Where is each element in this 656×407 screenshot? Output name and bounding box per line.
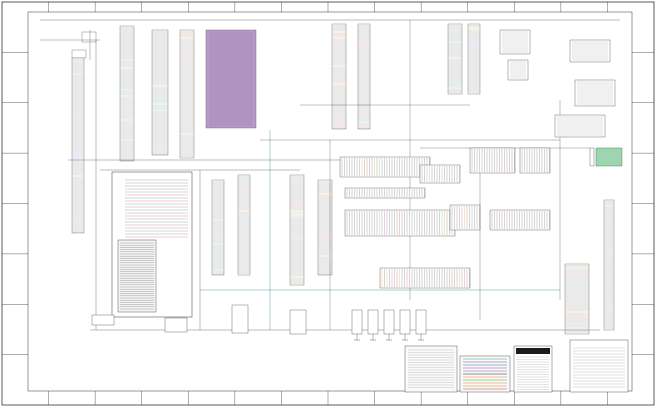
connector-bank: [340, 157, 430, 177]
module-box: [570, 40, 610, 62]
connector-bank: [380, 268, 470, 288]
upper-left-components: [40, 30, 100, 60]
connector-strip: [152, 30, 168, 155]
connector-bank: [420, 165, 460, 183]
splice-connector: [352, 310, 362, 334]
ground-block: [596, 148, 622, 166]
connector-strip: [604, 200, 614, 330]
center-connector-banks: [340, 148, 550, 288]
splice-connector: [232, 305, 248, 333]
connector-bank: [490, 210, 550, 230]
splice-connector: [400, 310, 410, 334]
connector-strip: [565, 264, 589, 334]
connector-strip: [332, 24, 346, 129]
splice-connector: [416, 310, 426, 334]
splice-connector: [384, 310, 394, 334]
connector-strip: [448, 24, 462, 94]
connector-bank: [345, 210, 455, 236]
splice-connector: [165, 318, 187, 332]
connector-bank: [470, 148, 515, 173]
splice-connector: [92, 315, 114, 325]
splice-connector: [368, 310, 378, 334]
warning-banner: [516, 348, 550, 354]
module-box: [555, 115, 605, 137]
module-box: [590, 148, 594, 166]
connector-strip: [290, 175, 304, 285]
connector-strip: [212, 180, 224, 275]
right-side-modules: [500, 30, 615, 166]
connector-strip: [358, 24, 370, 129]
splice-connector: [290, 310, 306, 334]
connector-strip: [72, 58, 84, 233]
connector-strip: [120, 26, 134, 161]
connector-strip: [468, 24, 480, 94]
